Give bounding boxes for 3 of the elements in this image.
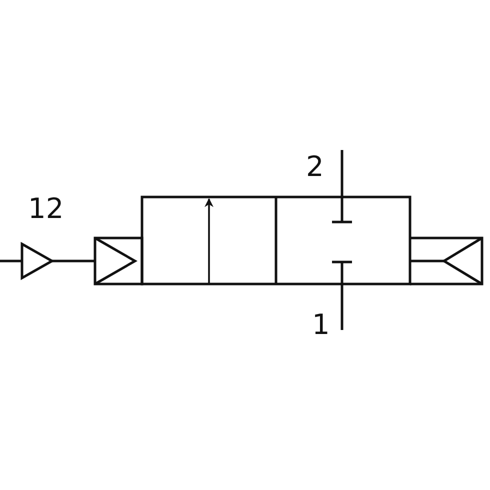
port-number: 1 (312, 311, 330, 339)
port-number: 12 (28, 195, 64, 223)
port-number: 2 (306, 153, 324, 181)
